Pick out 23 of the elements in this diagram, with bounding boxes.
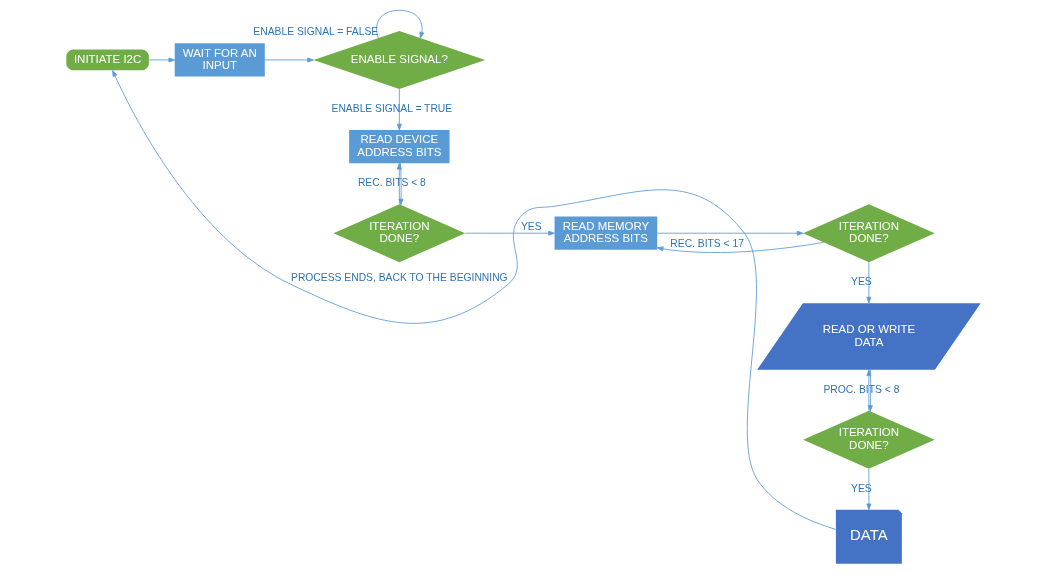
- arrow: [865, 468, 871, 511]
- node-diamond: ITERATION DONE?: [333, 204, 465, 263]
- arrow: [464, 230, 555, 236]
- arrow: [375, 9, 424, 39]
- arrow: [865, 261, 871, 304]
- arrow: [111, 70, 836, 530]
- edge-label: YES: [520, 221, 542, 232]
- arrow: [656, 241, 824, 253]
- edge-label: REC. BITS < 17: [669, 237, 744, 249]
- node-diamond: ITERATION DONE?: [802, 204, 935, 263]
- node-box: WAIT FOR AN INPUT: [174, 43, 265, 77]
- edge-label: YES: [850, 276, 872, 288]
- node-box: INITIATE I2C: [65, 49, 149, 71]
- edge-label: PROCESS ENDS, BACK TO THE BEGINNING: [290, 272, 508, 284]
- edge-label: REC. BITS < 8: [357, 177, 426, 189]
- arrow: [148, 57, 175, 63]
- edge-label: ENABLE SIGNAL = TRUE: [331, 102, 452, 114]
- node-box: READ DEVICE ADDRESS BITS: [348, 129, 450, 164]
- node-box: READ MEMORY ADDRESS BITS: [554, 216, 657, 250]
- node-diamond: ITERATION DONE?: [802, 410, 935, 469]
- arrow: [264, 57, 314, 63]
- edge-label: YES: [850, 482, 872, 494]
- arrow: [656, 230, 803, 236]
